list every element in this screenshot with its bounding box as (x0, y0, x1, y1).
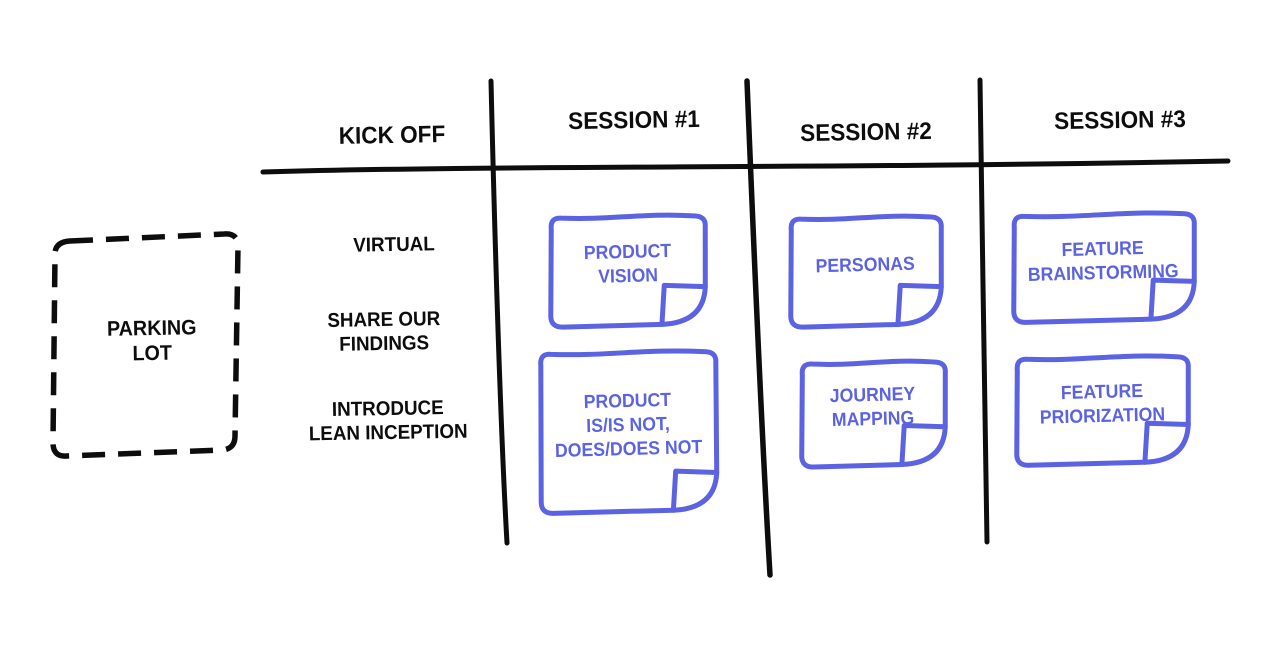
sticky-note-text: JOURNEY MAPPING (829, 384, 916, 432)
sticky-note-outline (548, 212, 708, 330)
kickoff-item-share-our-findings: SHARE OUR FINDINGS (327, 308, 441, 356)
sticky-note-fold (1148, 277, 1197, 322)
column-divider-1 (488, 78, 510, 546)
sticky-note-border (548, 212, 708, 330)
sticky-note-outline (799, 358, 948, 470)
header-underline (260, 158, 1231, 175)
sticky-note-product-vision[interactable]: PRODUCT VISION (545, 211, 710, 332)
sticky-note-personas[interactable]: PERSONAS (785, 212, 946, 332)
sticky-note-text: PRODUCT IS/IS NOT, DOES/DOES NOT (554, 390, 703, 462)
sticky-note-text: FEATURE PRIORIZATION (1039, 380, 1166, 429)
parking-lot-label: PARKING LOT (106, 316, 197, 366)
column-header-session-1: SESSION #1 (567, 105, 701, 136)
sticky-note-fold (899, 422, 948, 468)
column-divider-2 (744, 78, 773, 578)
sticky-note-border (1011, 210, 1197, 325)
column-header-session-3: SESSION #3 (1053, 105, 1187, 136)
sticky-note-journey-mapping[interactable]: JOURNEY MAPPING (796, 357, 950, 472)
parking-lot-box (50, 231, 241, 459)
sticky-note-outline (1014, 353, 1191, 468)
sticky-note-fold (1142, 420, 1191, 465)
sticky-note-border (799, 358, 948, 470)
sticky-note-border (788, 213, 944, 330)
column-divider-3 (977, 77, 990, 545)
sticky-note-text: PERSONAS (815, 253, 916, 277)
sticky-note-fold (670, 468, 720, 513)
column-header-kickoff: KICK OFF (338, 121, 446, 150)
sticky-note-outline (538, 348, 720, 516)
sticky-note-text: FEATURE BRAINSTORMING (1027, 237, 1180, 286)
sticky-note-feature-brainstorming[interactable]: FEATURE BRAINSTORMING (1008, 208, 1199, 326)
sticky-note-feature-priorization[interactable]: FEATURE PRIORIZATION (1011, 351, 1193, 469)
sticky-note-outline (1011, 210, 1197, 325)
sticky-note-outline (788, 213, 944, 330)
sticky-note-border (538, 348, 720, 516)
sticky-note-fold (659, 282, 708, 327)
kickoff-item-introduce-lean-inception: INTRODUCE LEAN INCEPTION (308, 397, 468, 446)
column-header-session-2: SESSION #2 (799, 117, 933, 148)
sticky-note-border (1014, 353, 1191, 468)
kickoff-item-virtual: VIRTUAL (353, 233, 435, 257)
sticky-note-fold (895, 282, 944, 327)
sticky-note-text: PRODUCT VISION (583, 241, 671, 288)
sticky-note-product-is-is-not[interactable]: PRODUCT IS/IS NOT, DOES/DOES NOT (535, 346, 722, 517)
